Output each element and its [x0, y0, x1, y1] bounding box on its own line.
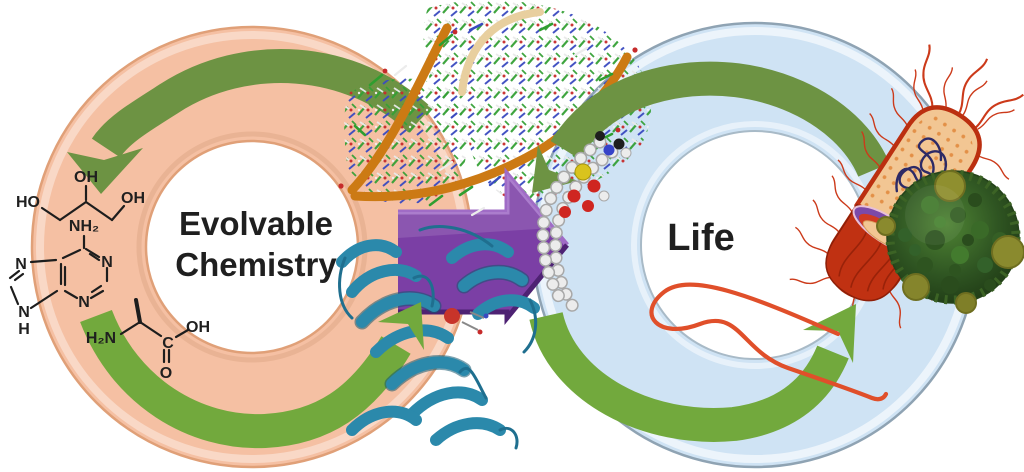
cycle-arrow-left-bottom-head [378, 302, 424, 350]
heme-ligand [444, 308, 489, 335]
alanine-oh-label: OH [186, 319, 210, 336]
dna-bases-lower [344, 78, 468, 205]
cycle-arrow-right-bottom-band [529, 311, 849, 442]
virus-bumps [898, 193, 1008, 294]
cycle-arrow-left-top [67, 49, 432, 194]
protein-ribbon [336, 225, 540, 450]
left-cycle-title-line1: Evolvable [179, 205, 333, 242]
alanine-structure: H₂N C O OH [86, 298, 210, 382]
cycle-arrow-left-top-head [67, 148, 143, 194]
glycerol-structure: OH HO OH [16, 169, 145, 222]
flagellum [649, 282, 889, 402]
adenine-n7-label: N [15, 256, 27, 273]
glycerol-ho-left-label: HO [16, 194, 40, 211]
virus-capsid [876, 169, 1024, 314]
adenine-h-label: H [18, 321, 30, 338]
glycerol-oh-right-label: OH [121, 190, 145, 207]
adenine-n9-label: N [18, 304, 30, 321]
adenine-nh2-label: NH₂ [69, 218, 99, 235]
adenine-structure: N N N N H NH₂ [8, 218, 113, 338]
right-cycle-title: Life [667, 217, 735, 259]
adenine-n1-label: N [101, 254, 113, 271]
dna-sticks-over-arrow [428, 175, 502, 217]
virus-pentamer-patches [876, 170, 1024, 314]
prebiotic-molecules: OH HO OH N N N N H NH₂ [8, 169, 210, 382]
alanine-c-label: C [162, 335, 174, 352]
alanine-o-label: O [160, 365, 172, 382]
cycle-arrow-left-top-band [91, 49, 432, 159]
phospholipid-head [559, 131, 632, 218]
glycerol-oh-top-label: OH [74, 169, 98, 186]
phosphorus-atom [574, 163, 592, 181]
adenine-n3-label: N [78, 294, 90, 311]
cycle-arrow-right-bottom-head [803, 304, 856, 363]
dna-backbone-strand1 [347, 23, 452, 195]
dna-backbone-pale [458, 8, 544, 96]
cycle-arrow-left-bottom [80, 309, 411, 449]
cycle-arrow-right-top-band [550, 61, 890, 178]
phospholipid [536, 131, 632, 315]
nitrogen-atom [603, 144, 615, 156]
alanine-h2n-label: H₂N [86, 330, 116, 347]
left-cycle-title-line2: Chemistry [175, 246, 337, 283]
iron-atom [444, 308, 460, 324]
cycle-arrow-left-bottom-band [80, 309, 411, 449]
bacterium-outer-half [825, 203, 922, 302]
